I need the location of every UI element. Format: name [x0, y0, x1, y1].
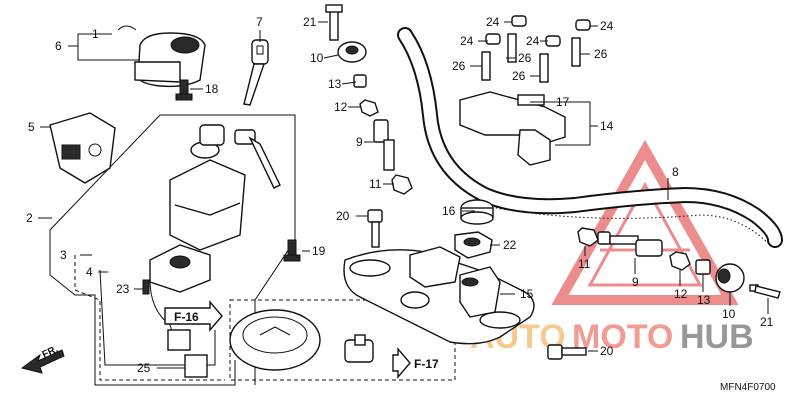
part-fuel-cap: [229, 309, 321, 371]
label-4: 4: [86, 265, 93, 279]
part-bolts-26: [481, 33, 581, 83]
label-12-right: 12: [674, 287, 688, 301]
part-fuel-cap-lock: [344, 334, 374, 363]
part-bracket: [49, 112, 116, 184]
part-nut-11-right: [577, 227, 599, 247]
group-box-3: [74, 255, 225, 381]
label-2: 2: [26, 211, 33, 225]
watermark-moto: MOTO: [572, 318, 673, 356]
label-7: 7: [256, 15, 263, 29]
part-collar-13-right: [695, 259, 711, 275]
part-handlebar-inner: [399, 29, 781, 246]
label-24-d: 24: [600, 19, 614, 33]
diagram-code: MFN4F0700: [720, 382, 776, 393]
part-grommet-10-top: [337, 41, 367, 63]
part-grommet-10-right: [715, 263, 745, 293]
label-20-upper: 20: [336, 209, 350, 223]
label-21-top: 21: [303, 15, 317, 29]
label-26-a: 26: [452, 59, 466, 73]
label-17: 17: [556, 95, 570, 109]
label-23: 23: [116, 282, 130, 296]
label-15: 15: [520, 287, 534, 301]
label-20-lower: 20: [600, 344, 614, 358]
part-bolt-20-lower: [547, 344, 587, 360]
part-bolt-19: [283, 239, 301, 262]
part-nut-12-top: [359, 99, 379, 117]
label-8: 8: [672, 165, 679, 179]
part-nut-11-top: [391, 174, 413, 195]
front-arrow-icon: [20, 349, 65, 374]
label-24-c: 24: [526, 34, 540, 48]
part-ignition-switch: [169, 124, 281, 251]
part-bolt-20-upper: [367, 209, 383, 248]
label-12-top: 12: [334, 100, 348, 114]
label-5: 5: [28, 120, 35, 134]
watermark-logo: AUTO MOTO HUB: [470, 139, 754, 356]
part-bolt-18: [175, 79, 193, 101]
leader-lines: [38, 21, 769, 369]
label-11-top: 11: [369, 177, 382, 191]
part-top-bridge: [343, 246, 535, 345]
label-10-top: 10: [310, 51, 324, 65]
label-3: 3: [60, 248, 67, 262]
group-box-4: [99, 269, 216, 366]
part-collar-13-top: [353, 74, 367, 88]
watermark-hub: HUB: [680, 318, 754, 356]
part-lock-unit: [149, 244, 211, 341]
label-9-top: 9: [356, 135, 363, 149]
label-26-d: 26: [594, 47, 608, 61]
label-16: 16: [442, 204, 456, 218]
label-19: 19: [312, 244, 326, 258]
part-nut-12-right: [669, 251, 691, 271]
label-24-a: 24: [486, 15, 500, 29]
part-labels: 1 6 18 7 21 10 13 12 9 11 20 5 2 3 4 23 …: [26, 15, 776, 393]
part-handlebar-holder: [459, 91, 566, 166]
part-cover: [117, 25, 206, 88]
part-weight-9-top: [373, 119, 395, 171]
label-f17: F-17: [414, 357, 439, 371]
label-26-b: 26: [518, 51, 532, 65]
label-13-right: 13: [697, 293, 711, 307]
label-14: 14: [600, 119, 614, 133]
part-bolt-21-right: [749, 284, 781, 299]
label-1: 1: [92, 27, 99, 41]
label-11-right: 11: [578, 257, 591, 271]
label-25: 25: [137, 361, 151, 375]
ref-arrow-f16: [164, 300, 223, 332]
group-box-2: [49, 114, 236, 386]
part-screw-23: [142, 279, 150, 295]
label-22: 22: [503, 238, 517, 252]
part-weight-9-right: [609, 235, 663, 257]
label-26-c: 26: [512, 69, 526, 83]
label-10-right: 10: [722, 307, 736, 321]
part-connector: [167, 329, 208, 378]
label-13-top: 13: [328, 77, 342, 91]
label-24-b: 24: [460, 34, 474, 48]
part-bolts-24: [485, 15, 591, 47]
part-bolt-21-top: [325, 4, 343, 41]
label-9-right: 9: [632, 275, 639, 289]
label-18: 18: [205, 82, 219, 96]
part-collar-right: [597, 231, 611, 245]
part-cap-16: [460, 199, 494, 225]
label-6: 6: [55, 39, 62, 53]
part-key: [243, 39, 269, 106]
label-f16: F-16: [174, 310, 199, 324]
label-21-right: 21: [760, 315, 774, 329]
ref-arrow-f17: [392, 347, 411, 379]
part-nut-22: [454, 231, 493, 259]
